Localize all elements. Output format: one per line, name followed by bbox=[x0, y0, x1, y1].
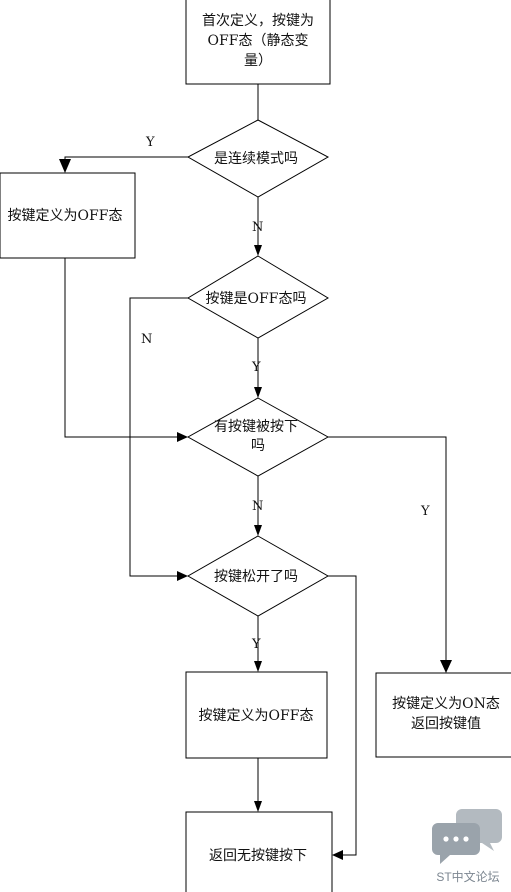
arrowhead-pressed-yes bbox=[440, 660, 452, 673]
decision-pressed-line-1: 有按键被按下 bbox=[214, 419, 298, 435]
edge-released-no bbox=[328, 575, 357, 856]
edge-is-off-no bbox=[129, 297, 188, 577]
decision-continuous: 是连续模式吗 bbox=[186, 119, 330, 198]
arrowhead-define-off-to-pressed bbox=[177, 432, 188, 442]
node-define-off-1-text: 按键定义为OFF态 bbox=[8, 208, 123, 224]
arrowhead-define-off-2-to-return bbox=[254, 801, 262, 812]
connectors bbox=[59, 84, 452, 860]
edge-label-continuous-yes: Y bbox=[145, 135, 155, 150]
arrowhead-is-off-yes bbox=[254, 387, 262, 398]
node-define-on-line-1: 按键定义为ON态 bbox=[392, 696, 500, 712]
chat-bubbles-icon bbox=[432, 809, 502, 864]
node-init-line-3: 量） bbox=[244, 53, 272, 69]
decision-pressed-line-2: 吗 bbox=[251, 438, 265, 454]
node-init-line-2: OFF态（静态变 bbox=[208, 33, 309, 49]
arrowhead-released-yes bbox=[254, 661, 262, 672]
node-define-on: 按键定义为ON态 返回按键值 bbox=[375, 672, 511, 758]
edge-label-pressed-no: N bbox=[252, 499, 263, 514]
edge-pressed-yes bbox=[328, 436, 447, 664]
edge-define-off-to-pressed bbox=[64, 258, 180, 438]
node-return-none-text: 返回无按键按下 bbox=[209, 848, 307, 864]
decision-is-off: 按键是OFF态吗 bbox=[187, 255, 329, 339]
arrowhead-continuous-no bbox=[254, 245, 262, 256]
edge-label-pressed-yes: Y bbox=[420, 504, 430, 519]
node-init-line-1: 首次定义，按键为 bbox=[202, 13, 314, 29]
arrowhead-pressed-no bbox=[254, 525, 262, 536]
node-return-none: 返回无按键按下 bbox=[185, 811, 333, 892]
decision-is-off-text: 按键是OFF态吗 bbox=[206, 291, 307, 307]
arrowhead-released-no bbox=[332, 850, 343, 860]
edge-label-released-yes: Y bbox=[251, 637, 261, 652]
node-define-off-2: 按键定义为OFF态 bbox=[185, 671, 328, 759]
edge-label-is-off-yes: Y bbox=[251, 360, 261, 375]
watermark-text: ST中文论坛 bbox=[436, 869, 499, 884]
edge-label-continuous-no: N bbox=[252, 220, 263, 235]
edge-label-is-off-no: N bbox=[141, 332, 152, 347]
decision-released-text: 按键松开了吗 bbox=[214, 569, 298, 585]
node-define-off-2-text: 按键定义为OFF态 bbox=[199, 708, 314, 724]
watermark: ST中文论坛 bbox=[432, 809, 502, 884]
node-define-on-line-2: 返回按键值 bbox=[411, 716, 481, 732]
edge-continuous-yes bbox=[64, 156, 188, 165]
arrowhead-is-off-no bbox=[177, 571, 188, 581]
node-define-off-1: 按键定义为OFF态 bbox=[0, 172, 136, 259]
decision-pressed: 有按键被按下 吗 bbox=[186, 397, 330, 477]
node-init: 首次定义，按键为 OFF态（静态变 量） bbox=[185, 0, 331, 85]
decision-released: 按键松开了吗 bbox=[186, 535, 330, 617]
arrowhead-continuous-yes bbox=[59, 159, 71, 173]
decision-continuous-text: 是连续模式吗 bbox=[214, 150, 298, 167]
